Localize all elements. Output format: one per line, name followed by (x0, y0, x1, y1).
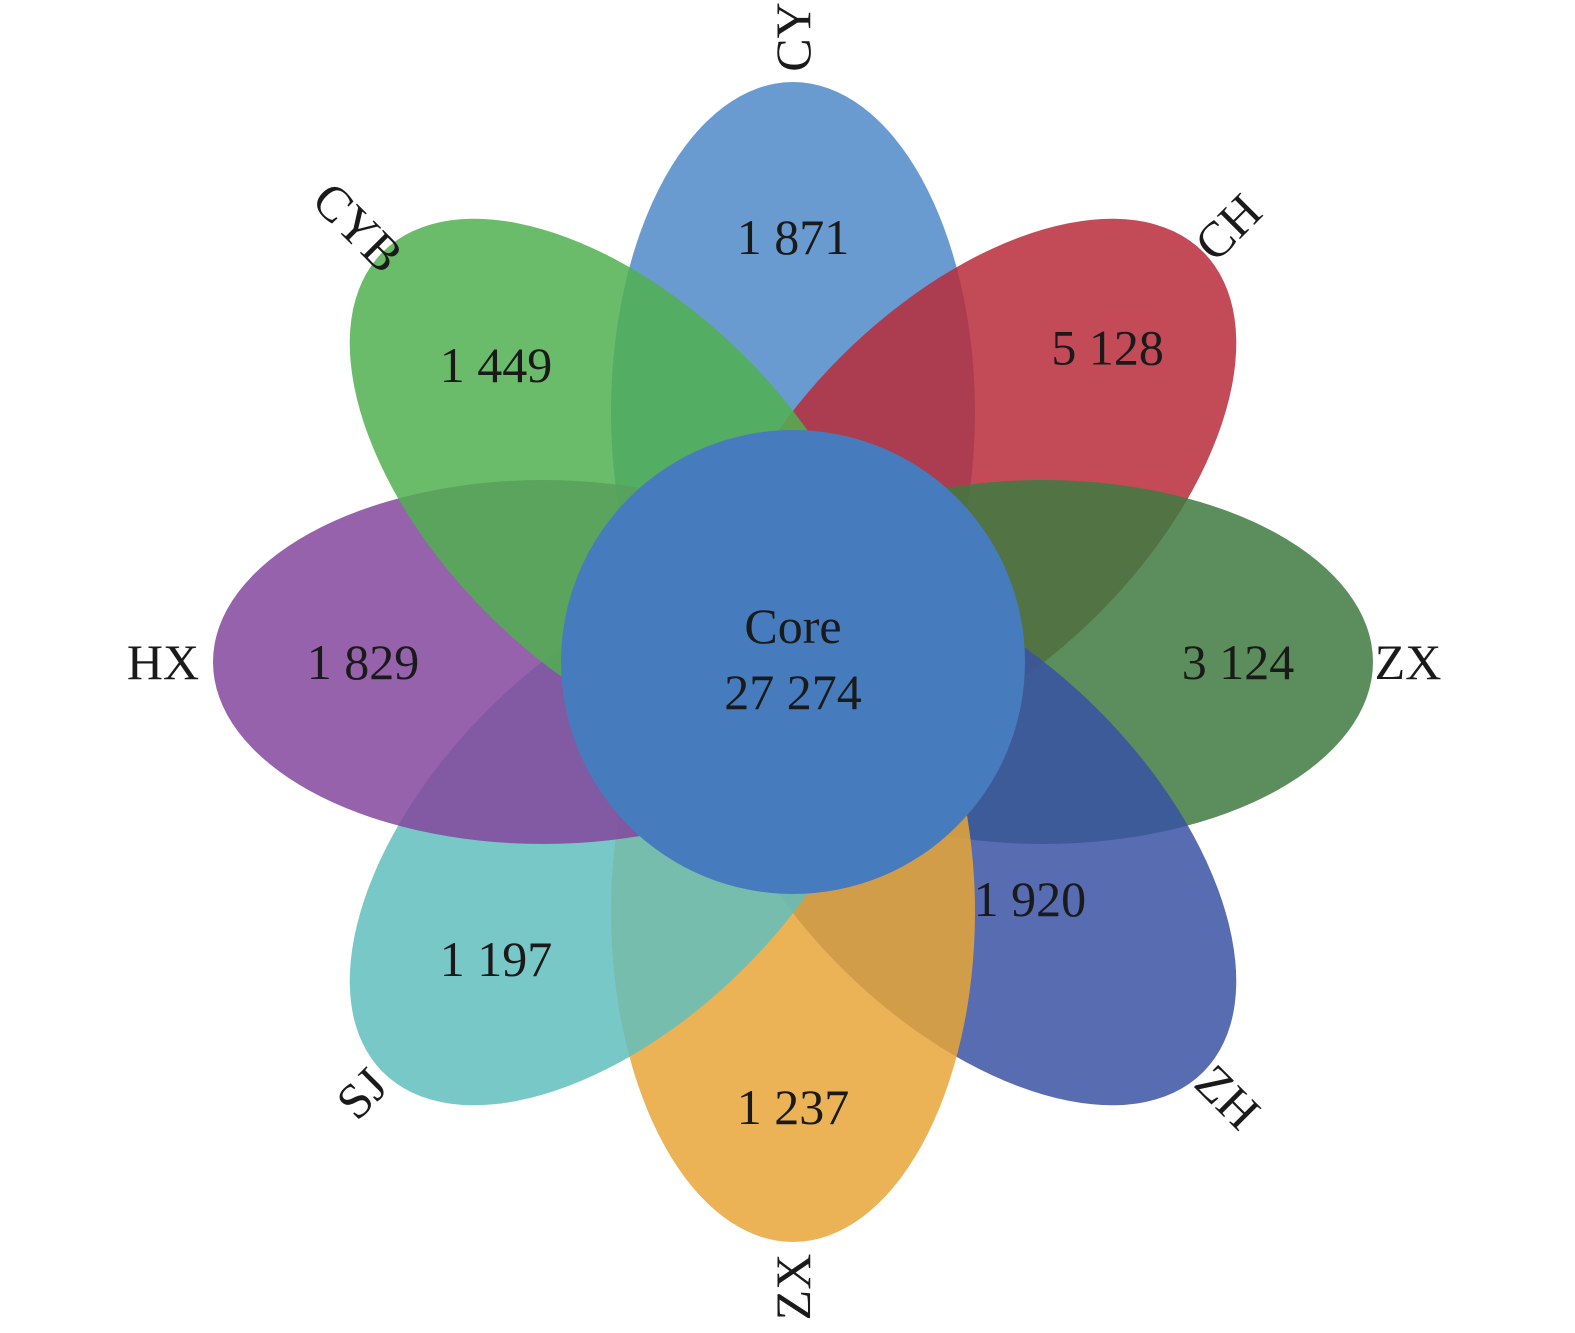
petal-label: HX (127, 634, 199, 690)
petal-values: 1 871 5 128 3 124 1 920 1 237 1 197 1 829 1 449 (307, 209, 1295, 1135)
petal-value: 1 197 (440, 931, 553, 987)
petal-value: 1 237 (737, 1079, 850, 1135)
petal-value: 3 124 (1182, 634, 1295, 690)
core-circle (561, 430, 1025, 894)
petal-label: ZX (1375, 634, 1442, 690)
petal-value: 1 449 (440, 337, 553, 393)
petal-value: 1 920 (974, 871, 1087, 927)
core-label: Core (744, 598, 841, 654)
core-value: 27 274 (724, 664, 862, 720)
petal-label: ZX (765, 1254, 821, 1321)
petal-value: 5 128 (1051, 319, 1164, 375)
petal-value: 1 871 (737, 209, 850, 265)
petal-label: CY (765, 2, 821, 71)
petal-value: 1 829 (307, 634, 420, 690)
